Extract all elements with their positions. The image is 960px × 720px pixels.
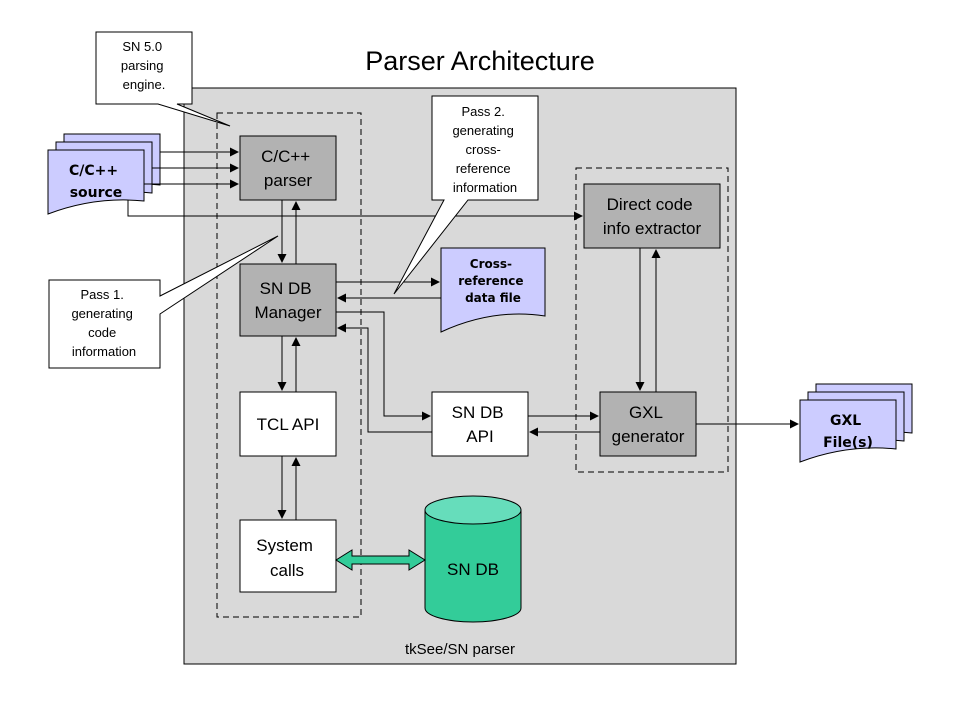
xref-data-file-label: Cross- reference data file (458, 257, 527, 305)
callout-pass1: Pass 1. generating code information (48, 235, 279, 369)
sn-db-database: SN DB (424, 495, 522, 623)
callout-pass1-text: Pass 1. generating code information (71, 287, 136, 359)
source-documents: C/C++ source (47, 133, 161, 215)
extractor-group (575, 167, 729, 473)
source-documents-label: C/C++ source (69, 163, 123, 201)
system-calls-label: System calls (256, 536, 317, 580)
direct-code-extractor-box (583, 183, 721, 249)
sn-db-api-box (431, 391, 529, 457)
cpp-parser-label: C/C++ parser (261, 147, 315, 190)
system-calls-box (239, 519, 337, 593)
direct-code-extractor-label: Direct code info extractor (603, 195, 702, 238)
gxl-generator-label: GXL generator (612, 403, 685, 446)
tcl-api-box (239, 391, 337, 457)
callout-pass2-text: Pass 2. generating cross- reference info… (452, 104, 517, 195)
xref-data-file: Cross- reference data file (440, 247, 546, 333)
diagram-title: Parser Architecture (365, 46, 595, 76)
container-label: tkSee/SN parser (405, 641, 515, 658)
sn-db-manager-box (239, 263, 337, 337)
gxl-files-documents: GXL File(s) (799, 383, 913, 463)
sn-db-manager-label: SN DB Manager (254, 279, 321, 322)
callout-sn-engine-text: SN 5.0 parsing engine. (121, 39, 167, 92)
system-calls-db-bidirectional-arrow (335, 549, 426, 571)
gxl-files-label: GXL File(s) (823, 413, 873, 451)
sn-db-api-label: SN DB API (452, 403, 509, 446)
gxl-generator-box (599, 391, 697, 457)
tcl-api-label: TCL API (257, 415, 320, 434)
callout-sn-engine: SN 5.0 parsing engine. (95, 31, 231, 127)
sn-db-label: SN DB (447, 560, 499, 579)
cpp-parser-box (239, 135, 337, 201)
callout-pass2: Pass 2. generating cross- reference info… (393, 95, 539, 295)
connector-arrows (127, 147, 799, 520)
sn-engine-group (216, 112, 362, 618)
